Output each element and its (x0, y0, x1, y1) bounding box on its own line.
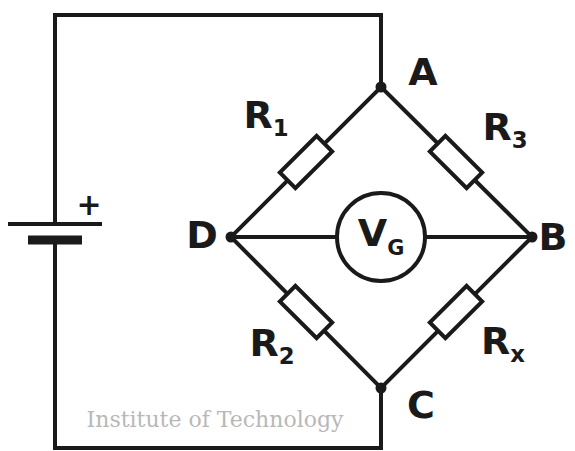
battery-plate (8, 222, 102, 226)
resistor-symbol (280, 136, 332, 188)
meter-label: VG (358, 214, 405, 259)
resistor-label: R2 (249, 324, 294, 368)
resistor-label: R3 (482, 108, 527, 152)
node-letter: B (539, 218, 568, 256)
watermark: Institute of Technology (87, 409, 344, 431)
junction-dot (376, 82, 387, 93)
galvanometer-circle: VG (335, 191, 427, 283)
junction-dot (376, 383, 387, 394)
node-letter: D (186, 216, 218, 254)
wire (381, 237, 532, 388)
resistor-symbol (430, 136, 482, 188)
junction-dot (226, 232, 237, 243)
polarity-sign: + (76, 190, 101, 220)
resistor-label: R1 (243, 96, 288, 140)
node-letter: A (408, 53, 437, 91)
resistor-symbol (280, 286, 332, 338)
node-letter: C (407, 386, 435, 424)
resistor-symbol (430, 286, 482, 338)
junction-dot (527, 232, 538, 243)
resistor-label: Rx (481, 322, 525, 366)
wire (55, 15, 381, 224)
wire (55, 240, 381, 448)
battery-plate (28, 236, 82, 245)
